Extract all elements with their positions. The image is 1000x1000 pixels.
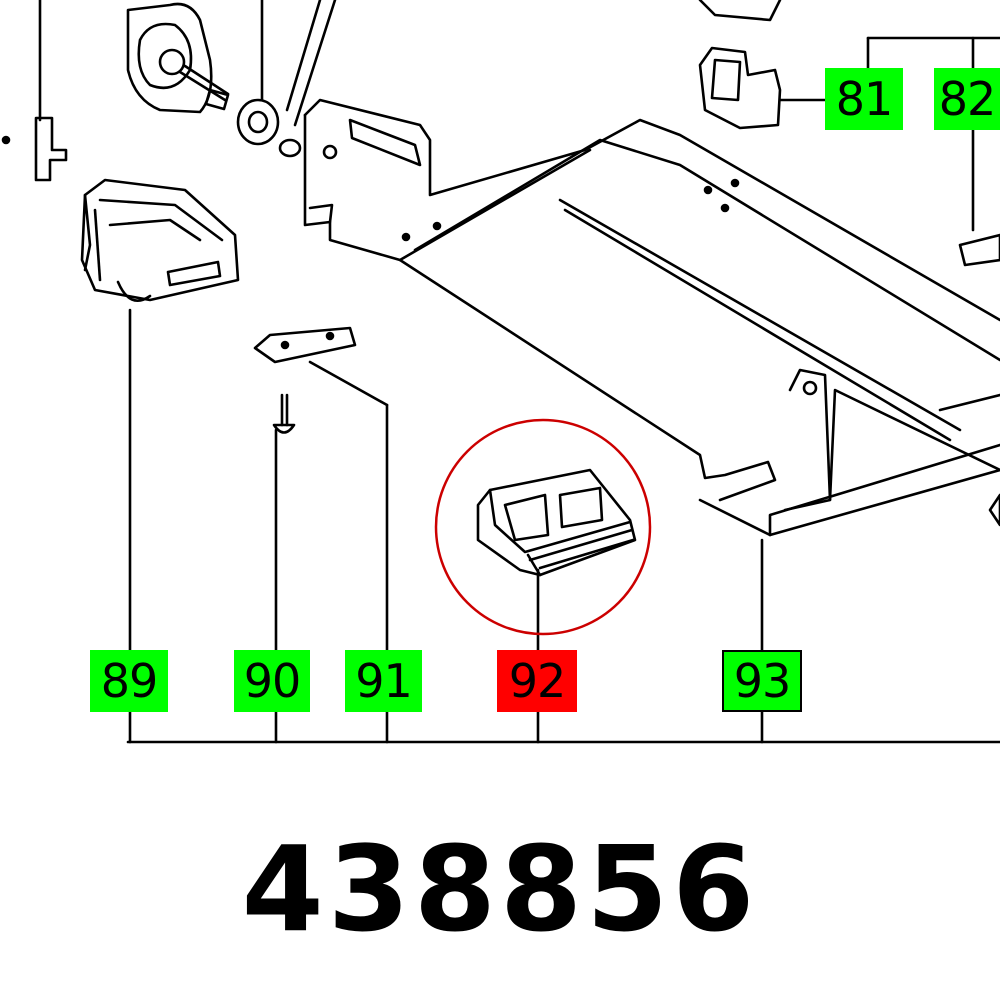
callout-90[interactable]: 90 — [234, 650, 310, 712]
small-bracket-part — [1, 0, 68, 182]
housing-part-89 — [80, 178, 240, 302]
callout-92-highlighted[interactable]: 92 — [497, 650, 577, 712]
motor-part — [126, 2, 230, 114]
screw-part-90 — [272, 393, 296, 434]
washer-part — [236, 0, 280, 146]
base-plate-part-93 — [303, 98, 1000, 537]
part-number: 438856 — [241, 820, 759, 958]
plate-part-91 — [253, 326, 357, 364]
callout-81[interactable]: 81 — [825, 68, 903, 130]
clip-part-81 — [698, 0, 840, 130]
callout-82[interactable]: 82 — [934, 68, 1000, 130]
screw-part — [278, 0, 337, 158]
slider-part-92 — [476, 468, 637, 577]
callout-91[interactable]: 91 — [345, 650, 422, 712]
callout-93[interactable]: 93 — [722, 650, 802, 712]
callout-89[interactable]: 89 — [90, 650, 168, 712]
leader-lines — [126, 36, 1000, 744]
highlight-circle — [434, 418, 652, 636]
